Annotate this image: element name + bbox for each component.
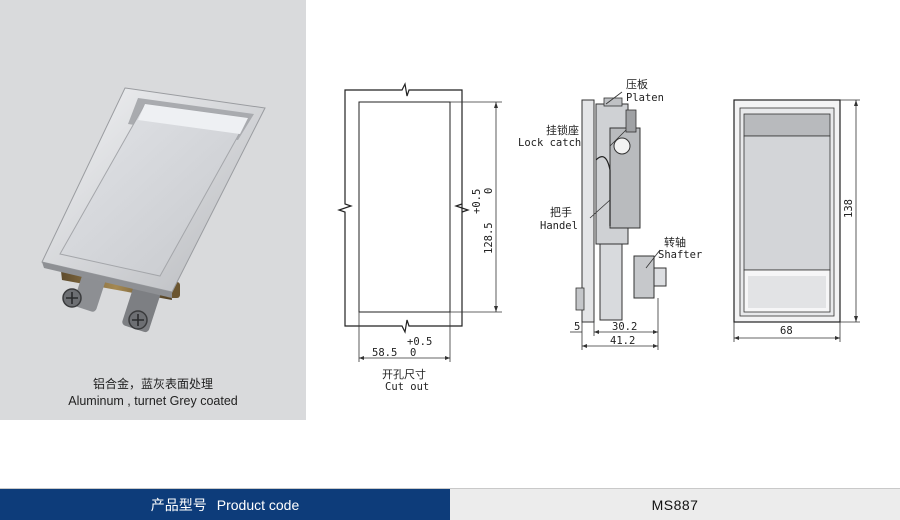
cutout-height-value: 128.5 (483, 222, 495, 254)
cutout-drawing: +0.5 58.5 0 +0.5 0 128.5 开孔尺寸 Cut out (337, 82, 502, 393)
platen-label-en: Platen (626, 92, 664, 104)
product-code-bar: 产品型号 Product code (0, 489, 450, 520)
product-code-label-cn: 产品型号 (150, 496, 207, 513)
cutout-height-tolerance: +0.5 (471, 189, 483, 214)
lock-catch-label-en: Lock catch (518, 137, 581, 149)
technical-drawing: +0.5 58.5 0 +0.5 0 128.5 开孔尺寸 Cut out (337, 77, 860, 393)
product-model-cell: MS887 (450, 489, 900, 520)
cutout-label-cn: 开孔尺寸 (382, 367, 426, 381)
material-caption-en: Aluminum , turnet Grey coated (68, 394, 238, 408)
side-dim-30-2: 30.2 (612, 321, 637, 333)
platen-label-cn: 压板 (626, 77, 648, 91)
front-width-dim: 68 (780, 325, 793, 337)
product-code-label-en: Product code (216, 496, 300, 513)
cutout-label-en: Cut out (385, 381, 429, 393)
front-height-dim: 138 (843, 199, 855, 218)
shafter-label-en: Shafter (658, 249, 702, 261)
side-dim-41-2: 41.2 (610, 335, 635, 347)
cutout-width-value: 58.5 (372, 347, 397, 359)
product-photo (41, 87, 266, 333)
technical-drawing-panel: +0.5 58.5 0 +0.5 0 128.5 开孔尺寸 Cut out (306, 0, 900, 488)
handle-label-en: Handel (540, 220, 578, 232)
side-dim-5: 5 (574, 321, 580, 333)
cutout-height-lower: 0 (483, 188, 495, 194)
footer-divider (0, 488, 900, 489)
product-model: MS887 (651, 496, 699, 513)
product-photo-panel: 铝合金，蓝灰表面处理 Aluminum , turnet Grey coated (0, 0, 306, 420)
front-view-drawing: 138 68 (733, 99, 860, 342)
cutout-width-lower: 0 (410, 347, 416, 359)
cutout-width-tolerance: +0.5 (407, 336, 432, 348)
side-view-drawing: 压板 Platen 挂锁座 Lock catch 把手 Handel 转轴 Sh… (518, 77, 702, 350)
shafter-label-cn: 转轴 (664, 235, 686, 249)
material-caption-cn: 铝合金，蓝灰表面处理 (92, 377, 213, 391)
lock-catch-label-cn: 挂锁座 (546, 123, 579, 137)
handle-label-cn: 把手 (550, 205, 572, 219)
material-caption: 铝合金，蓝灰表面处理 Aluminum , turnet Grey coated (0, 376, 306, 409)
